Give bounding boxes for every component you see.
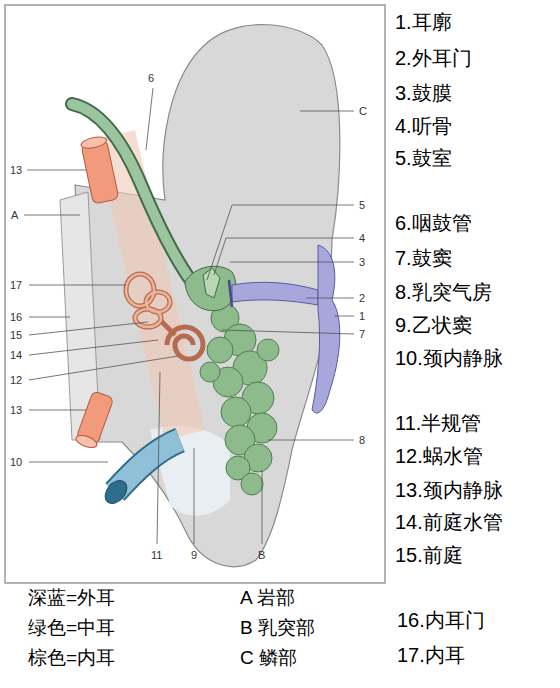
part-key: A 岩部 xyxy=(240,587,295,609)
color-key: 深蓝=外耳 xyxy=(28,587,115,609)
legend-item: 2.外耳门 xyxy=(395,47,472,70)
legend-item: 16.内耳门 xyxy=(397,609,485,632)
callout-number: 16 xyxy=(10,311,22,324)
legend-item: 17.内耳 xyxy=(397,644,465,667)
tympanic-cavity xyxy=(185,266,236,310)
part-key: C 鳞部 xyxy=(240,647,297,669)
legend-item: 5.鼓室 xyxy=(395,147,452,170)
leader-lines xyxy=(24,88,354,544)
legend-item: 8.乳突气房 xyxy=(395,281,492,304)
eardrum xyxy=(229,280,232,307)
callout-letter: A xyxy=(11,209,18,222)
external-canal xyxy=(232,282,318,305)
color-key: 绿色=中耳 xyxy=(28,617,115,639)
callout-number: 6 xyxy=(148,72,154,85)
callout-number: 17 xyxy=(10,279,22,292)
callout-letter: C xyxy=(359,105,367,118)
inner-ear xyxy=(126,274,170,327)
eustachian-tube xyxy=(72,104,198,290)
callout-number: 5 xyxy=(359,199,365,212)
callout-number: 8 xyxy=(359,434,365,447)
legend-item: 6.咽鼓管 xyxy=(395,212,472,235)
legend-item: 9.乙状窦 xyxy=(395,314,472,337)
mastoid-air-cells xyxy=(200,304,279,495)
auricle xyxy=(312,245,340,413)
callout-number: 13 xyxy=(10,404,22,417)
callout-number: 10 xyxy=(10,456,22,469)
inner-ear xyxy=(126,274,203,359)
legend-item: 11.半规管 xyxy=(395,412,481,435)
callout-number: 7 xyxy=(359,328,365,341)
callout-number: 9 xyxy=(191,549,197,562)
callout-number: 14 xyxy=(10,349,22,362)
callout-number: 2 xyxy=(359,292,365,305)
part-key: B 乳突部 xyxy=(240,617,315,639)
carotid-artery xyxy=(74,391,113,450)
legend-item: 1.耳廓 xyxy=(395,11,452,34)
jugular-vein-end xyxy=(101,476,132,507)
callout-number: 11 xyxy=(151,549,162,562)
callout-number: 13 xyxy=(10,164,22,177)
eustachian-tube xyxy=(72,104,198,290)
callout-number: 15 xyxy=(10,329,22,342)
legend-item: 14.前庭水管 xyxy=(395,511,503,534)
legend-item: 12.蜗水管 xyxy=(395,445,483,468)
color-key: 棕色=内耳 xyxy=(28,647,115,669)
legend-item: 10.颈内静脉 xyxy=(395,347,503,370)
callout-letter: B xyxy=(258,549,265,562)
callout-number: 4 xyxy=(359,232,365,245)
callout-number: 12 xyxy=(10,374,22,387)
callout-number: 3 xyxy=(359,256,365,269)
callout-number: 1 xyxy=(359,310,365,323)
legend-item: 7.鼓窦 xyxy=(395,247,452,270)
temporal-bone xyxy=(75,25,340,567)
legend-item: 13.颈内静脉 xyxy=(395,479,503,502)
ossicles xyxy=(203,268,220,298)
legend-item: 4.听骨 xyxy=(395,115,452,138)
legend-item: 15.前庭 xyxy=(395,544,463,567)
frame xyxy=(5,5,385,583)
legend-item: 3.鼓膜 xyxy=(395,82,452,105)
